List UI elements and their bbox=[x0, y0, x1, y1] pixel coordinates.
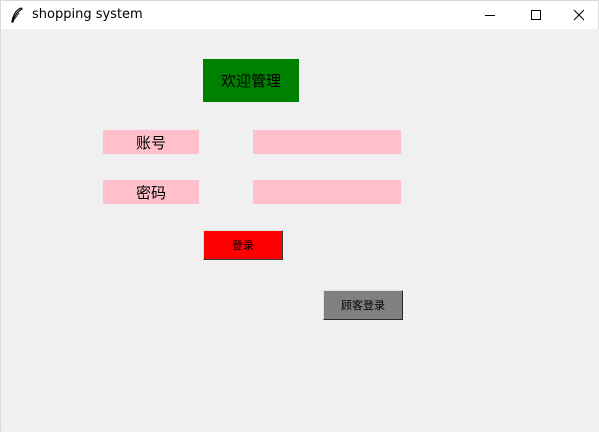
password-input[interactable] bbox=[253, 180, 401, 204]
window-title: shopping system bbox=[32, 7, 143, 22]
guest-login-button[interactable]: 顾客登录 bbox=[323, 290, 403, 320]
minimize-button[interactable] bbox=[467, 1, 513, 29]
account-input[interactable] bbox=[253, 130, 401, 154]
minimize-icon bbox=[485, 15, 495, 16]
maximize-button[interactable] bbox=[513, 1, 559, 29]
welcome-label: 欢迎管理 bbox=[203, 59, 299, 102]
account-label: 账号 bbox=[103, 130, 199, 154]
close-button[interactable] bbox=[556, 1, 599, 29]
maximize-icon bbox=[531, 10, 541, 20]
login-panel bbox=[2, 29, 599, 432]
feather-icon bbox=[11, 7, 23, 23]
title-bar[interactable]: shopping system bbox=[1, 1, 598, 29]
close-icon bbox=[573, 9, 585, 21]
login-button[interactable]: 登录 bbox=[203, 230, 283, 260]
password-label: 密码 bbox=[103, 180, 199, 204]
